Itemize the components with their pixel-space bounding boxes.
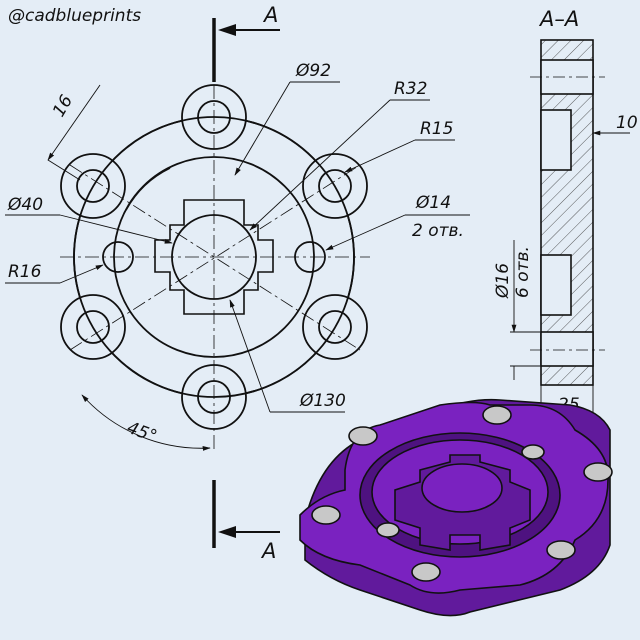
section-center-lines [530,76,605,351]
front-center-lines [60,85,370,450]
dim-r32: R32 [394,79,427,99]
dim-angle: 45° [124,418,159,447]
dim-d16-note: 6 отв. [513,246,533,298]
section-cut-top [212,18,280,82]
isometric-part-render [299,398,613,617]
section-title: A–A [538,7,579,31]
dim-r15: R15 [420,119,453,139]
dim-d130: Ø130 [299,391,346,411]
dim-r16: R16 [8,262,42,282]
dim-d16: Ø16 [493,263,513,299]
section-cut-bottom [212,480,280,548]
front-dimension-lines [5,81,470,451]
section-marker-top: A [262,3,278,27]
dim-d40: Ø40 [7,195,43,215]
section-marker-bottom: A [260,539,276,563]
dim-d14-note: 2 отв. [412,221,464,241]
dim-len16: 16 [49,92,77,121]
dim-len10: 10 [616,113,638,133]
dim-d14: Ø14 [415,193,451,213]
dim-d92: Ø92 [295,61,331,81]
section-view [540,39,594,386]
watermark-text: @cadblueprints [8,6,141,26]
